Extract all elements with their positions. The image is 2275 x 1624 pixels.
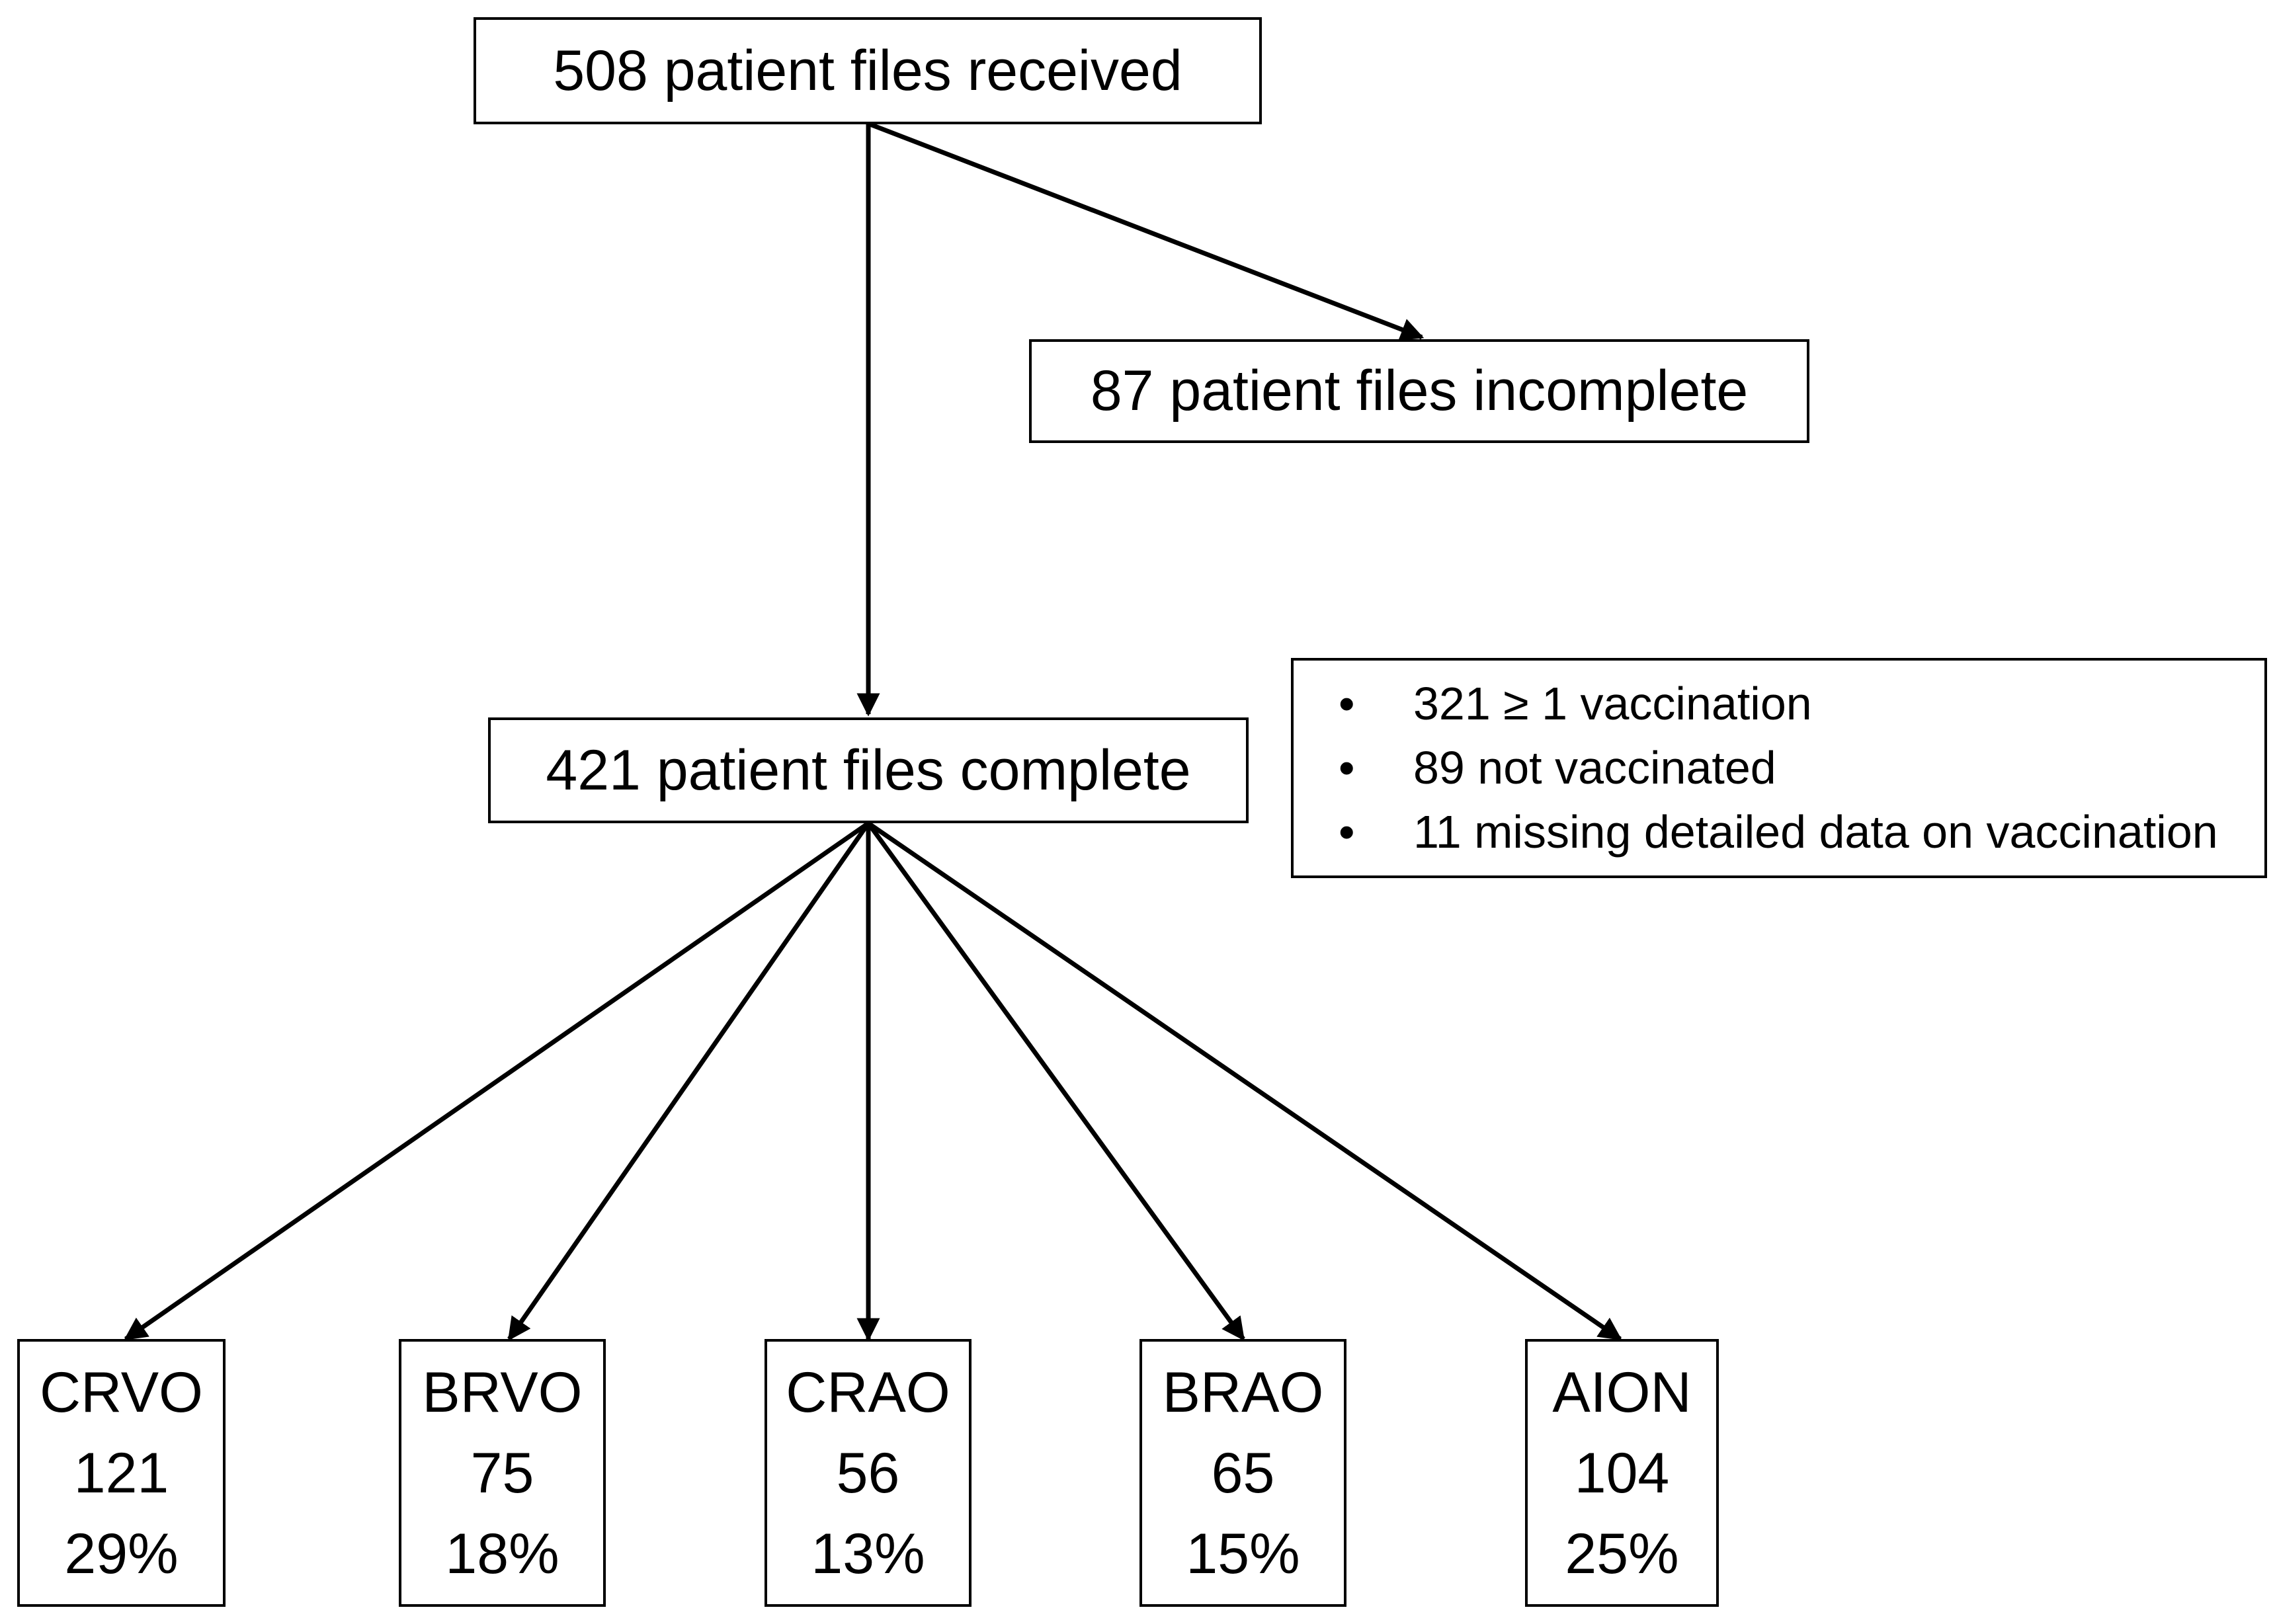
category-count: 75 [470,1441,534,1505]
category-percent: 29% [64,1522,179,1586]
arrow-complete-to-brao [866,821,1245,1341]
category-box-crao: CRAO 56 13% [765,1339,972,1607]
received-box: 508 patient files received [474,17,1262,124]
vaccination-note-item: • 89 not vaccinated [1339,736,2264,800]
vaccination-note-text: 321 ≥ 1 vaccination [1413,678,1812,729]
category-box-brao: BRAO 65 15% [1139,1339,1346,1607]
category-percent: 13% [811,1522,925,1586]
vaccination-note-text: 11 missing detailed data on vaccination [1413,806,2218,858]
complete-box: 421 patient files complete [488,717,1249,823]
received-label: 508 patient files received [553,38,1182,102]
complete-label: 421 patient files complete [546,738,1191,802]
vaccination-note-item: • 321 ≥ 1 vaccination [1339,672,2264,736]
category-name: BRVO [422,1360,583,1424]
category-box-brvo: BRVO 75 18% [399,1339,606,1607]
category-name: BRAO [1162,1360,1324,1424]
vaccination-notes-box: • 321 ≥ 1 vaccination • 89 not vaccinate… [1291,658,2267,878]
arrow-complete-to-crvo [124,821,870,1341]
category-name: AION [1552,1360,1692,1424]
incomplete-label: 87 patient files incomplete [1090,359,1749,423]
category-count: 121 [73,1441,169,1505]
category-count: 56 [836,1441,900,1505]
arrow-received-to-incomplete [867,121,1425,341]
category-percent: 25% [1565,1522,1679,1586]
category-percent: 18% [445,1522,559,1586]
category-name: CRVO [40,1360,203,1424]
category-box-aion: AION 104 25% [1525,1339,1719,1607]
bullet-icon: • [1339,806,1355,858]
bullet-icon: • [1339,742,1355,793]
category-count: 104 [1574,1441,1670,1505]
category-name: CRAO [786,1360,950,1424]
incomplete-box: 87 patient files incomplete [1029,339,1809,443]
vaccination-note-text: 89 not vaccinated [1413,742,1776,793]
arrow-complete-to-brvo [507,822,870,1341]
vaccination-notes-list: • 321 ≥ 1 vaccination • 89 not vaccinate… [1339,672,2264,864]
arrow-complete-to-aion [867,821,1622,1341]
category-percent: 15% [1186,1522,1300,1586]
vaccination-note-item: • 11 missing detailed data on vaccinatio… [1339,800,2264,864]
category-box-crvo: CRVO 121 29% [17,1339,226,1607]
bullet-icon: • [1339,678,1355,729]
category-count: 65 [1211,1441,1275,1505]
